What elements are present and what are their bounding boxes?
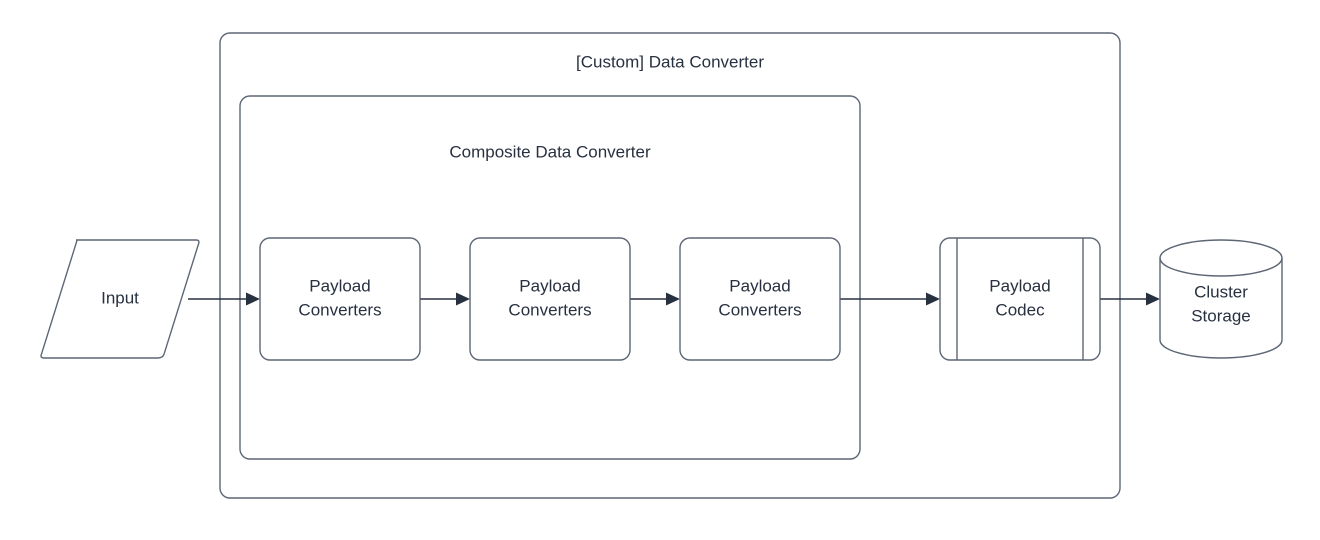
cluster-storage-label-line1: Cluster: [1194, 282, 1248, 301]
edge-payload-converters-2-to-3: [630, 292, 680, 306]
composite-data-converter-title: Composite Data Converter: [449, 142, 651, 161]
arrow-head-icon: [926, 292, 940, 306]
cluster-storage-body: [1159, 239, 1283, 359]
input-label: Input: [101, 288, 139, 307]
edge-input-to-payload-converters-1: [188, 292, 260, 306]
container-custom-data-converter[interactable]: [Custom] Data Converter: [219, 32, 1121, 499]
arrow-head-icon: [246, 292, 260, 306]
payload-codec-label-line1: Payload: [989, 276, 1050, 295]
edge-payload-converters-3-to-payload-codec: [840, 292, 940, 306]
edge-payload-codec-to-cluster-storage: [1100, 292, 1160, 306]
payload-converters-1-label-line1: Payload: [309, 276, 370, 295]
node-payload-codec[interactable]: Payload Codec: [939, 237, 1101, 361]
cluster-storage-top-ellipse: [1159, 257, 1283, 277]
node-payload-converters-2[interactable]: Payload Converters: [469, 237, 631, 361]
arrow-head-icon: [666, 292, 680, 306]
payload-codec-shape: [939, 237, 1101, 361]
custom-data-converter-title: [Custom] Data Converter: [576, 52, 764, 71]
node-payload-converters-1[interactable]: Payload Converters: [259, 237, 421, 361]
container-composite-data-converter[interactable]: Composite Data Converter: [239, 95, 861, 460]
node-cluster-storage[interactable]: Cluster Storage: [1159, 239, 1283, 359]
payload-converters-3-label-line2: Converters: [718, 300, 801, 319]
arrow-head-icon: [456, 292, 470, 306]
payload-converters-2-label-line1: Payload: [519, 276, 580, 295]
input-shape: [40, 239, 200, 359]
node-payload-converters-3[interactable]: Payload Converters: [679, 237, 841, 361]
node-input[interactable]: Input: [40, 239, 200, 359]
cluster-storage-label-line2: Storage: [1191, 306, 1251, 325]
payload-codec-label-line2: Codec: [995, 300, 1045, 319]
payload-converters-3-label-line1: Payload: [729, 276, 790, 295]
edge-payload-converters-1-to-2: [420, 292, 470, 306]
composite-data-converter-outline: [239, 95, 861, 460]
arrow-head-icon: [1146, 292, 1160, 306]
payload-converters-2-shape: [469, 237, 631, 361]
payload-converters-1-label-line2: Converters: [298, 300, 381, 319]
payload-converters-3-shape: [679, 237, 841, 361]
custom-data-converter-outline: [219, 32, 1121, 499]
payload-converters-1-shape: [259, 237, 421, 361]
payload-converters-2-label-line2: Converters: [508, 300, 591, 319]
